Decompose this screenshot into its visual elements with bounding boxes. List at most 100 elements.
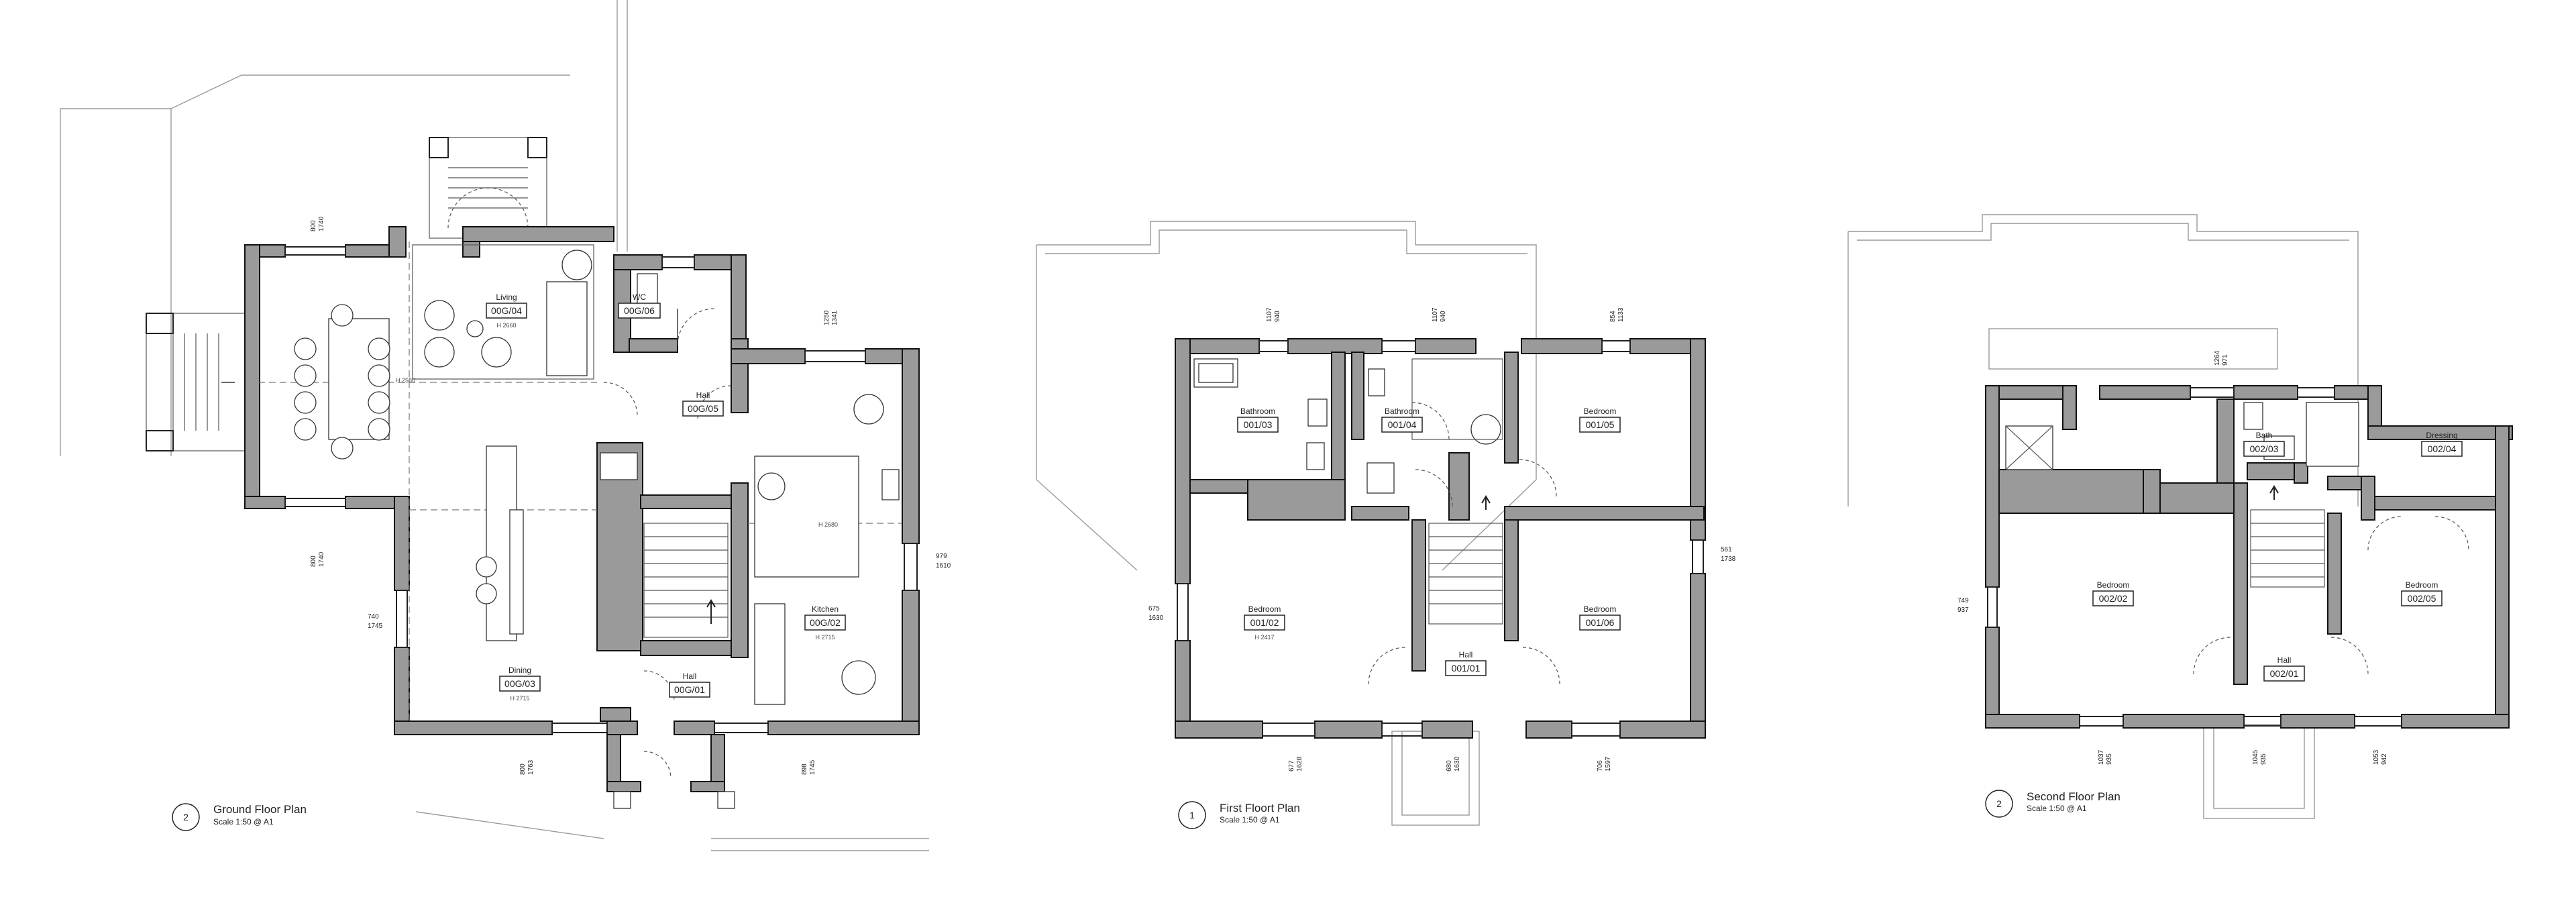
left-entrance-steps — [146, 313, 254, 451]
first-floor-plan: Bathroom 001/03 Bathroom 001/04 Bedroom … — [1036, 221, 1736, 829]
first-floor-title-block: 1 First Floort Plan Scale 1:50 @ A1 — [1178, 801, 1300, 829]
room-code: 001/02 — [1250, 617, 1279, 628]
room-label-living: Living 00G/04 H 2660 — [486, 292, 527, 329]
dimension-label: 1250 — [823, 310, 830, 325]
dimension-label: 971 — [2222, 354, 2229, 366]
room-name: Hall — [1459, 650, 1473, 659]
room-name: Hall — [2277, 655, 2292, 665]
room-code: 002/04 — [2428, 443, 2457, 454]
drawing-number: 1 — [1189, 810, 1195, 820]
dimension-label: 1628 — [1296, 756, 1303, 771]
dimension-label: 1740 — [318, 216, 325, 231]
plan-title: Second Floor Plan — [2027, 790, 2121, 803]
room-name: Hall — [696, 390, 710, 400]
room-name: Bedroom — [1584, 407, 1617, 416]
dimension-label: 1740 — [318, 551, 325, 567]
dimension-label: 1037 — [2098, 749, 2105, 765]
room-name: Kitchen — [812, 604, 839, 614]
second-floor-title-block: 2 Second Floor Plan Scale 1:50 @ A1 — [1985, 790, 2121, 818]
ground-floor-title-block: 2 Ground Floor Plan Scale 1:50 @ A1 — [172, 803, 307, 831]
dimension-label: 800 — [519, 763, 527, 775]
dimension-label: 1597 — [1605, 756, 1612, 771]
first-floor-walls — [1175, 338, 1706, 739]
room-code: 001/06 — [1586, 617, 1615, 628]
room-label-wc: WC 00G/06 — [618, 292, 661, 319]
room-label-kitchen: Kitchen 00G/02 H 2715 — [804, 604, 846, 641]
ground-floor-furniture — [294, 250, 900, 809]
dimension-label: 800 — [310, 220, 317, 231]
room-note: H 2417 — [1254, 634, 1274, 641]
first-floor-windows — [1177, 340, 1704, 737]
ground-floor-walls — [244, 226, 920, 792]
ground-floor-stair — [643, 523, 729, 638]
room-label-dressing-002-04: Dressing 002/04 — [2421, 431, 2463, 457]
plan-scale: Scale 1:50 @ A1 — [213, 817, 274, 826]
room-note: H 2715 — [815, 634, 835, 641]
first-floor-doors — [1368, 402, 1560, 685]
ground-floor-plan: Living 00G/04 H 2660 WC 00G/06 Hall 00G/… — [60, 0, 951, 851]
room-label-bedroom-002-05: Bedroom 002/05 — [2401, 580, 2443, 606]
room-label-bath-002-03: Bath 002/03 — [2243, 431, 2285, 457]
room-code: 00G/06 — [624, 305, 655, 316]
room-label-bathroom-2: Bathroom 001/04 — [1381, 407, 1423, 433]
height-note: H 2580 — [396, 377, 415, 384]
dimension-label: 749 — [1957, 597, 1969, 604]
ground-floor-doors — [603, 308, 732, 779]
room-name: Bedroom — [2406, 580, 2438, 590]
dimension-label: 898 — [801, 763, 808, 775]
plan-title: Ground Floor Plan — [213, 803, 307, 816]
room-label-bedroom-002-02: Bedroom 002/02 — [2092, 580, 2134, 606]
room-code: 001/04 — [1388, 419, 1417, 430]
dimension-label: 854 — [1609, 311, 1617, 322]
room-code: 00G/02 — [810, 617, 841, 628]
room-note: H 2660 — [496, 322, 516, 329]
room-code: 002/03 — [2250, 443, 2279, 454]
site-outline — [60, 0, 929, 851]
room-code: 00G/01 — [674, 684, 705, 695]
room-name: Living — [496, 292, 517, 302]
dimension-label: 1630 — [1148, 615, 1164, 622]
room-label-bedroom-001-05: Bedroom 001/05 — [1579, 407, 1621, 433]
dimension-label: 940 — [1274, 311, 1281, 322]
room-code: 00G/05 — [688, 403, 718, 414]
room-label-hall-002-01: Hall 002/01 — [2263, 655, 2305, 682]
dimension-label: 935 — [2106, 753, 2113, 765]
dimension-label: 935 — [2260, 753, 2267, 765]
dimension-label: 1610 — [936, 562, 951, 570]
room-label-hall-lower: Hall 00G/01 — [669, 672, 710, 698]
room-label-hall-001-01: Hall 001/01 — [1445, 650, 1487, 676]
second-floor-plan: Bath 002/03 Dressing 002/04 Bedroom 002/… — [1847, 214, 2513, 819]
second-floor-doors — [2193, 516, 2469, 675]
first-floor-stair — [1428, 495, 1503, 625]
room-label-dining: Dining 00G/03 H 2715 — [499, 665, 541, 702]
dimension-label: 1630 — [1454, 756, 1461, 771]
room-label-bathroom-1: Bathroom 001/03 — [1237, 407, 1279, 433]
ground-floor-dimensions: 800 1740 800 1740 1250 1341 979 1610 740… — [310, 216, 951, 775]
room-code: 00G/03 — [504, 678, 535, 689]
dimension-label: 1045 — [2252, 749, 2259, 765]
room-code: 001/05 — [1586, 419, 1615, 430]
room-name: Hall — [683, 672, 697, 681]
room-name: Dining — [508, 665, 531, 675]
height-note: H 2680 — [818, 521, 838, 528]
dimension-label: 1107 — [1432, 307, 1439, 322]
room-label-hall-upper: Hall 00G/05 — [682, 390, 724, 417]
dimension-label: 979 — [936, 553, 947, 560]
dimension-label: 937 — [1957, 606, 1969, 614]
dimension-label: 706 — [1597, 760, 1604, 771]
roof-outline — [1847, 214, 2359, 819]
drawing-number: 2 — [183, 812, 189, 822]
room-label-bedroom-001-02: Bedroom 001/02 H 2417 — [1244, 604, 1285, 641]
second-floor-windows — [1987, 387, 2402, 727]
second-floor-walls — [1985, 385, 2513, 729]
room-name: Bedroom — [1584, 604, 1617, 614]
dimension-label: 677 — [1288, 760, 1295, 771]
room-code: 001/01 — [1452, 663, 1481, 674]
dimension-label: 1745 — [368, 623, 383, 630]
second-floor-stair — [2250, 485, 2325, 588]
ground-floor-windows — [284, 246, 918, 733]
room-name: Bathroom — [1385, 407, 1419, 416]
room-code: 002/05 — [2408, 593, 2436, 604]
room-name: Dressing — [2426, 431, 2457, 440]
